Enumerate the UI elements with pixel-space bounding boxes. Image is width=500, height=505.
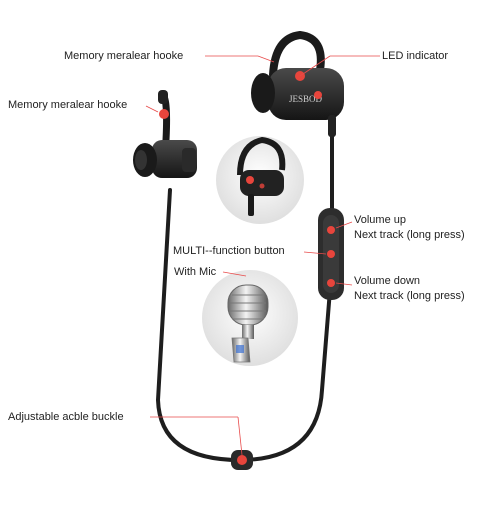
- adjustable-buckle-label: Adjustable acble buckle: [8, 411, 124, 423]
- next-track-label-1: Next track (long press): [354, 229, 465, 242]
- multi-function-label: MULTI--function button: [173, 245, 285, 257]
- multi-function-marker: [327, 250, 335, 258]
- memory-hook-right-label: Memory meralear hooke: [64, 50, 184, 62]
- next-track-text-2: Next track: [354, 290, 404, 302]
- next-track-text-1: Next track: [354, 229, 404, 241]
- left-earbud: [133, 90, 197, 178]
- led-indicator-label: LED indicator: [382, 50, 449, 62]
- volume-up-label: Volume up: [354, 214, 406, 226]
- long-press-text-1: (long press): [406, 229, 465, 241]
- vintage-microphone-icon: [202, 270, 298, 366]
- volume-down-marker: [327, 279, 335, 287]
- next-track-label-2: Next track (long press): [354, 290, 465, 303]
- inline-remote: [318, 208, 344, 300]
- earbud-closeup-callout: [216, 136, 304, 224]
- right-earbud: JESBOD: [251, 30, 344, 137]
- long-press-text-2: (long press): [406, 290, 465, 302]
- brand-logo: JESBOD: [289, 94, 323, 104]
- volume-down-label: Volume down: [354, 275, 421, 287]
- with-mic-label: With Mic: [174, 266, 217, 278]
- volume-up-marker: [327, 226, 335, 234]
- memory-hook-left-label: Memory meralear hooke: [8, 99, 128, 111]
- leader-lines: [145, 55, 380, 456]
- cable-buckle: [231, 450, 253, 470]
